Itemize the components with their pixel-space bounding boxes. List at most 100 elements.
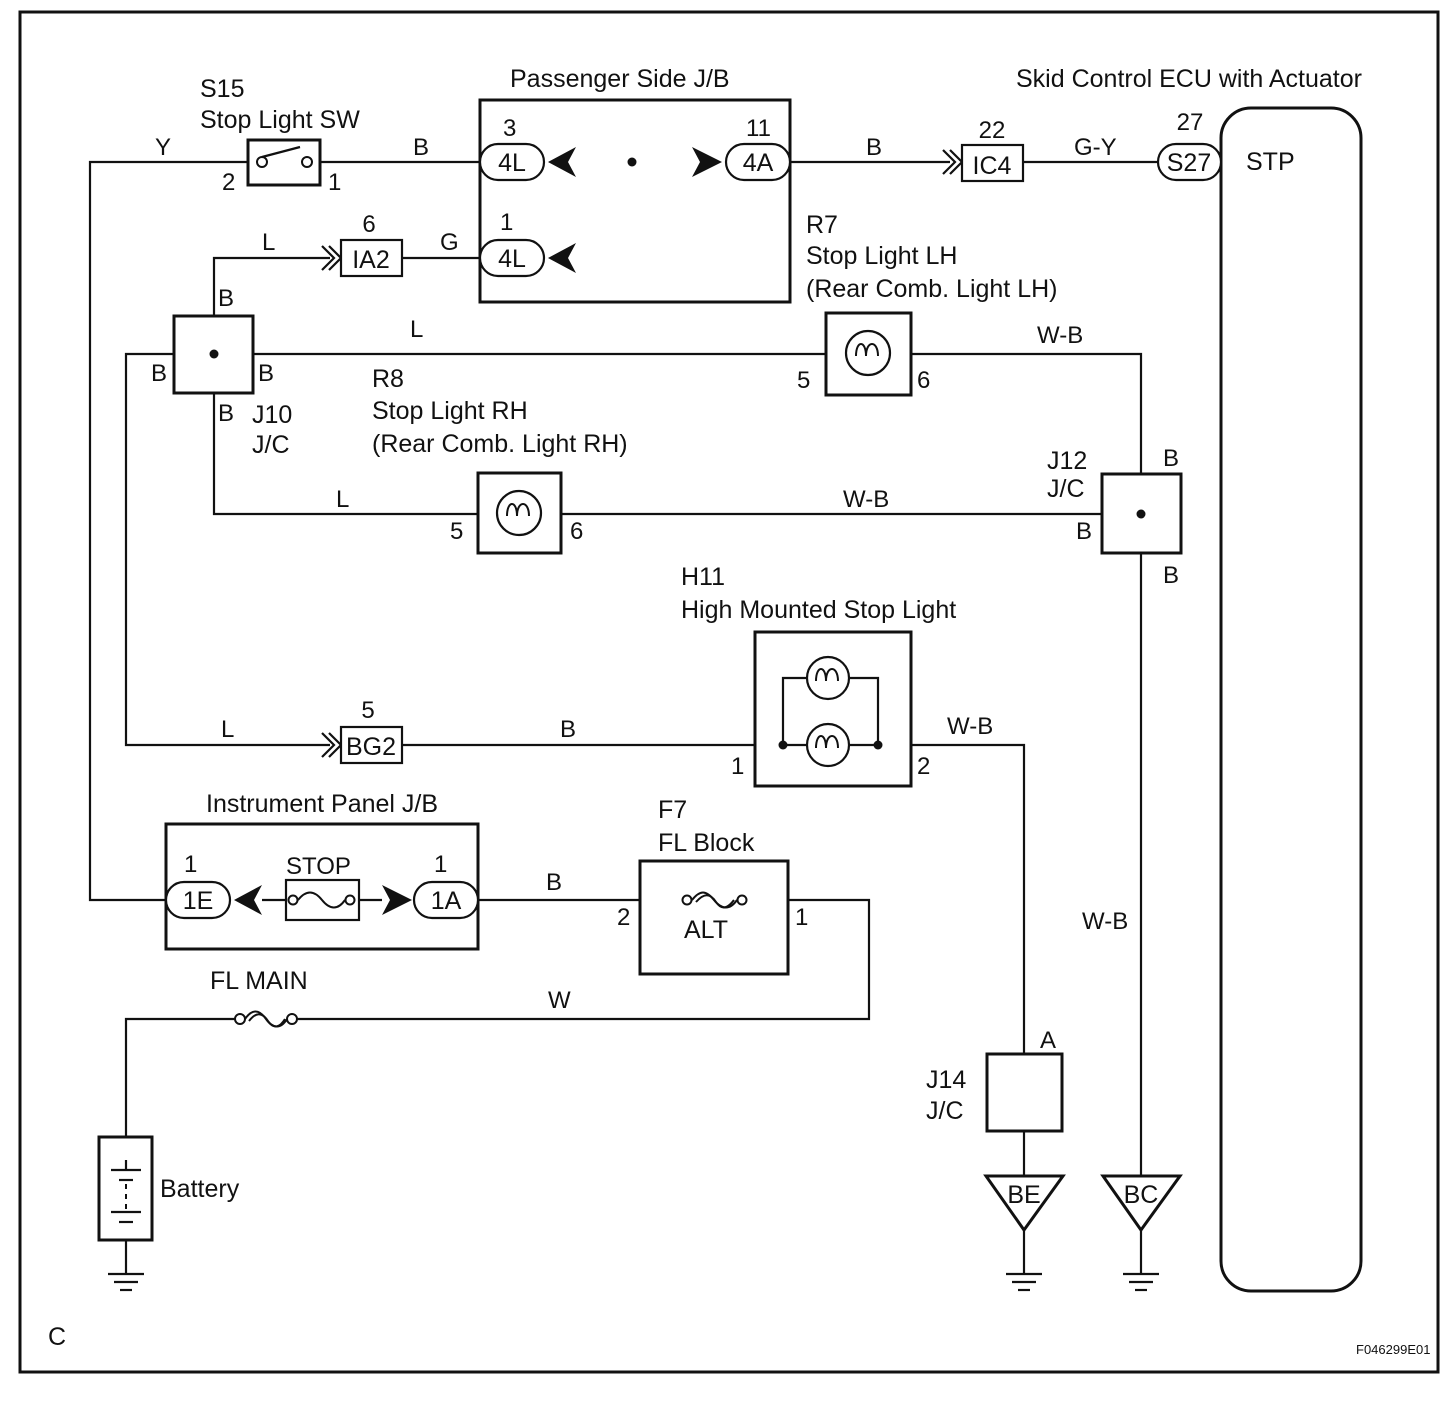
connector-ia2: IA2 6	[321, 211, 404, 278]
wire-color-rh-out: W-B	[843, 486, 889, 513]
stop-light-lh: R7 Stop Light LH (Rear Comb. Light LH) 5…	[797, 211, 1057, 397]
stop-light-lh-sublabel: (Rear Comb. Light LH)	[806, 275, 1057, 303]
instrument-panel-jb: Instrument Panel J/B 1E 1 STOP 1A 1	[164, 790, 480, 951]
wire-color-ipjb-fl: B	[546, 869, 562, 896]
connector-4l-top: 4L	[498, 149, 526, 177]
ground-bc-label: BC	[1124, 1181, 1159, 1209]
fl-block-pin-1: 1	[795, 904, 808, 931]
passenger-side-jb: Passenger Side J/B 4L 3 4A 11 4L 1	[478, 65, 792, 304]
ground-point-bc: BC	[1100, 1174, 1183, 1292]
connector-1a-pin: 1	[434, 851, 447, 878]
junction-j10: B B B B J10 J/C	[151, 285, 292, 459]
hmsl-pin-2: 2	[917, 753, 930, 780]
high-mounted-stop-light: H11 High Mounted Stop Light 1 2	[681, 563, 956, 788]
ground-icon	[1006, 1272, 1042, 1292]
j14-type: J/C	[926, 1097, 964, 1125]
stop-light-rh-pin-5: 5	[450, 518, 463, 545]
connector-ic4-label: IC4	[973, 152, 1012, 180]
connector-bg2: BG2 5	[321, 697, 404, 765]
corner-letter: C	[48, 1323, 66, 1351]
fl-main-label: FL MAIN	[210, 967, 308, 995]
connector-4a-pin: 11	[746, 115, 771, 142]
stop-light-rh: R8 Stop Light RH (Rear Comb. Light RH) 5…	[372, 365, 628, 555]
wire-color-g-y: G-Y	[1074, 134, 1117, 161]
connector-1a: 1A	[431, 887, 462, 915]
skid-control-ecu-label: Skid Control ECU with Actuator	[1016, 65, 1362, 93]
fl-block-label: FL Block	[658, 829, 755, 857]
skid-control-ecu: Skid Control ECU with Actuator S27 27 ST…	[1016, 65, 1363, 1293]
hmsl-code: H11	[681, 563, 725, 591]
fuse-stop-label: STOP	[286, 853, 351, 880]
stop-light-switch-pin-1: 1	[328, 169, 341, 196]
wire-color-sw-out: B	[413, 134, 429, 161]
connector-ia2-pin: 6	[362, 211, 375, 238]
instrument-panel-jb-label: Instrument Panel J/B	[206, 790, 438, 818]
fl-block-code: F7	[658, 796, 687, 824]
passenger-side-jb-label: Passenger Side J/B	[510, 65, 730, 93]
stop-light-rh-code: R8	[372, 365, 404, 393]
fl-block-pin-2: 2	[617, 904, 630, 931]
connector-ic4: IC4 22	[942, 117, 1025, 183]
junction-j12: J12 J/C B B B	[1047, 445, 1183, 589]
j12-code: J12	[1047, 447, 1087, 475]
wire-color-j10-rh: L	[336, 486, 349, 513]
j14-pin-a: A	[1040, 1027, 1056, 1054]
j10-type: J/C	[252, 431, 290, 459]
stop-light-lh-pin-6: 6	[917, 367, 930, 394]
stop-light-lh-code: R7	[806, 211, 838, 239]
j14-code: J14	[926, 1066, 966, 1094]
stop-light-switch-code: S15	[200, 75, 244, 103]
stop-light-lh-label: Stop Light LH	[806, 242, 958, 270]
fuse-alt-label: ALT	[684, 916, 728, 944]
wire-color-to-bg2: L	[221, 716, 234, 743]
j10-top: B	[218, 285, 234, 312]
j12-bottom: B	[1163, 562, 1179, 589]
ground-icon	[108, 1272, 144, 1292]
j10-code: J10	[252, 401, 292, 429]
connector-bg2-pin: 5	[361, 697, 374, 724]
hmsl-pin-1: 1	[731, 753, 744, 780]
connector-4a: 4A	[743, 149, 774, 177]
hmsl-label: High Mounted Stop Light	[681, 596, 956, 624]
stop-light-lh-pin-5: 5	[797, 367, 810, 394]
j10-bottom: B	[218, 400, 234, 427]
j10-right: B	[258, 360, 274, 387]
connector-4l-bottom-pin: 1	[500, 209, 513, 236]
ground-be-label: BE	[1007, 1181, 1040, 1209]
connector-4l-bottom: 4L	[498, 245, 526, 273]
j12-top: B	[1163, 445, 1179, 472]
diagram-frame	[18, 10, 1440, 1374]
j10-left: B	[151, 360, 167, 387]
stop-light-rh-sublabel: (Rear Comb. Light RH)	[372, 430, 628, 458]
stop-light-rh-pin-6: 6	[570, 518, 583, 545]
stop-light-switch-pin-2: 2	[222, 169, 235, 196]
battery-label: Battery	[160, 1175, 240, 1203]
wire-color-to-ia2: L	[262, 229, 275, 256]
ecu-terminal-stp: STP	[1246, 148, 1295, 176]
wire-color-y: Y	[155, 134, 171, 161]
wire-color-j12-bc: W-B	[1082, 908, 1128, 935]
connector-bg2-label: BG2	[346, 733, 396, 761]
ground-point-be: BE	[983, 1174, 1066, 1292]
wire-color-bg2-hmsl: B	[560, 716, 576, 743]
fl-main-fuse: FL MAIN	[210, 967, 308, 1028]
battery: Battery	[97, 1135, 240, 1242]
connector-ia2-label: IA2	[352, 246, 390, 274]
wire-color-w: W	[548, 987, 571, 1014]
figure-code: F046299E01	[1356, 1342, 1430, 1357]
wire-color-jb-ic4: B	[866, 134, 882, 161]
wire-color-lh-out: W-B	[1037, 322, 1083, 349]
connector-1e-pin: 1	[184, 851, 197, 878]
stop-light-switch-label: Stop Light SW	[200, 106, 360, 134]
connector-s27: S27	[1167, 149, 1211, 177]
wire-color-j10-lh: L	[410, 316, 423, 343]
stop-light-switch: S15 Stop Light SW 2 1	[200, 75, 360, 196]
connector-s27-pin: 27	[1177, 109, 1204, 136]
fl-block: F7 FL Block ALT 2 1	[617, 796, 808, 976]
wire-color-hmsl-out: W-B	[947, 713, 993, 740]
j12-type: J/C	[1047, 475, 1085, 503]
ground-icon	[1123, 1272, 1159, 1292]
junction-j14: J14 J/C A	[926, 1027, 1064, 1133]
connector-1e: 1E	[183, 887, 214, 915]
